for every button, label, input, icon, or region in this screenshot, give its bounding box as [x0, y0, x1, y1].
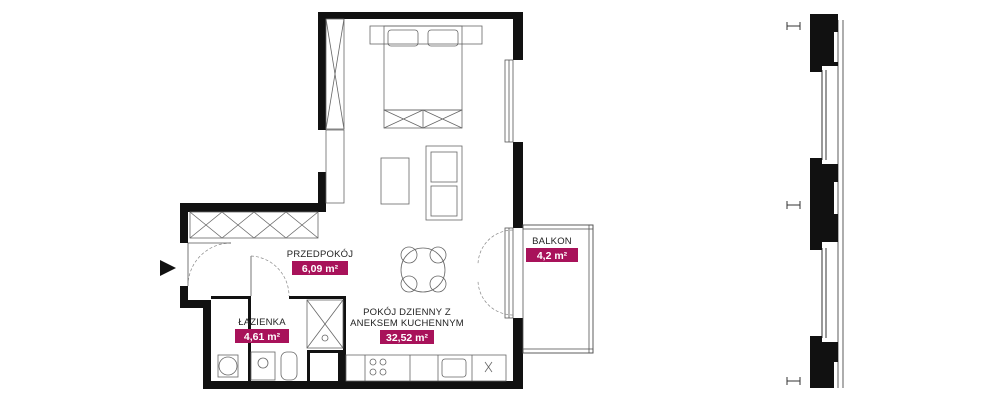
hall-cabinet [189, 211, 319, 239]
area-badge-living [380, 330, 434, 344]
wardrobe [325, 18, 345, 204]
bathroom-fixtures [217, 299, 344, 381]
area-badge-bathroom [235, 329, 289, 343]
room-name-hall: PRZEDPOKÓJ [287, 249, 353, 260]
room-name-living-1: POKÓJ DZIENNY Z [363, 307, 451, 318]
room-label-living: POKÓJ DZIENNY Z ANEKSEM KUCHENNYM 32,52 … [350, 307, 464, 344]
area-badge-balcony [526, 248, 578, 262]
exterior-walls [180, 12, 523, 389]
area-badge-hall [292, 261, 348, 275]
entrance-arrow-icon [160, 260, 176, 276]
room-label-hall: PRZEDPOKÓJ 6,09 m² [287, 249, 353, 275]
bathroom-door [250, 255, 290, 297]
sofa [425, 145, 463, 221]
area-value-balcony: 4,2 m² [537, 250, 568, 262]
area-value-hall: 6,09 m² [302, 263, 339, 275]
room-name-living-2: ANEKSEM KUCHENNYM [350, 318, 464, 329]
room-name-bathroom: ŁAZIENKA [238, 317, 286, 328]
balcony-door [477, 229, 514, 316]
area-value-bathroom: 4,61 m² [244, 331, 281, 343]
coffee-table [380, 157, 410, 205]
bed [369, 25, 483, 129]
room-label-bathroom: ŁAZIENKA 4,61 m² [235, 317, 289, 343]
balcony-outline [522, 224, 594, 354]
area-value-living: 32,52 m² [386, 332, 429, 344]
room-name-balcony: BALKON [532, 236, 572, 247]
dining-set [400, 246, 447, 293]
building-section [786, 14, 844, 388]
windows [504, 59, 514, 319]
room-label-balcony: BALKON 4,2 m² [526, 236, 578, 262]
kitchen-counter [345, 354, 507, 382]
entrance-door [187, 242, 232, 287]
